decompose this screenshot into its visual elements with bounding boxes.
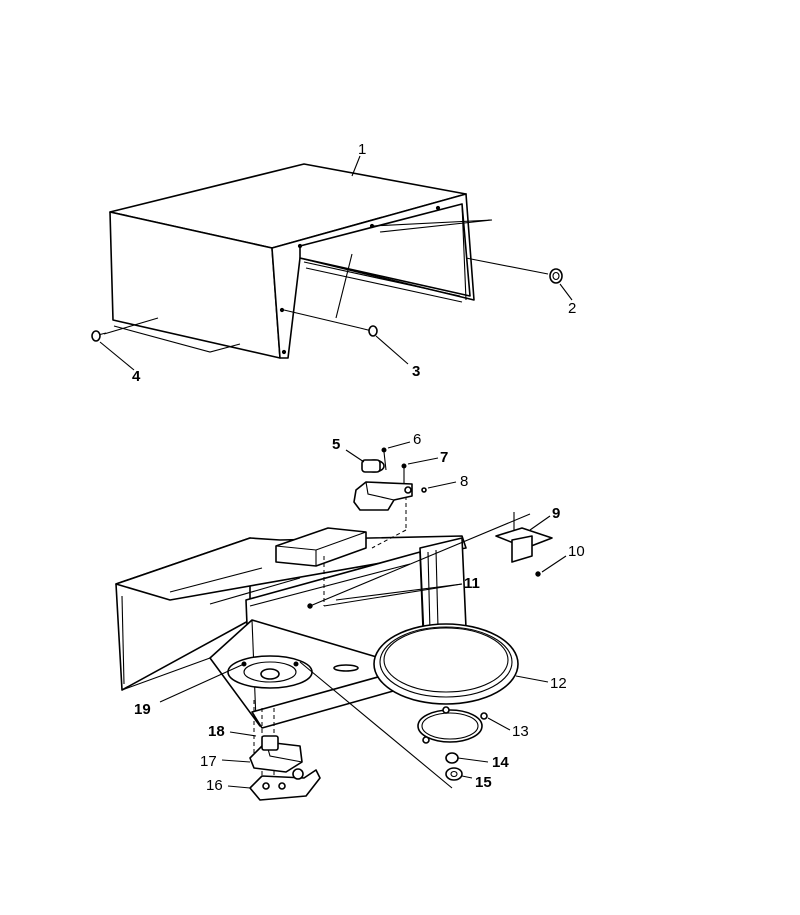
part-12-turntable-tray: [373, 623, 549, 705]
callout-11: 11: [464, 575, 480, 592]
callout-19: 19: [134, 701, 151, 718]
leader-19: [159, 663, 245, 703]
callout-13: 13: [512, 723, 529, 740]
top-cover-box: [275, 527, 367, 567]
leader-18: [229, 731, 257, 737]
callout-2: 2: [568, 300, 576, 317]
part-5-switch: [345, 449, 385, 473]
callout-5: 5: [332, 436, 340, 453]
outer-cabinet: [103, 163, 549, 359]
part-15-washer: [445, 767, 473, 781]
part-8-bracket: [353, 481, 457, 511]
leader-1: [351, 155, 361, 177]
part-7-screw: [401, 457, 439, 486]
part-6-screw: [381, 441, 411, 471]
part-13-roller-ring: [417, 706, 511, 744]
part-10-screw: [535, 555, 567, 577]
callout-9: 9: [552, 505, 560, 522]
callout-4: 4: [132, 368, 141, 385]
callout-1: 1: [358, 141, 366, 158]
callout-10: 10: [568, 543, 585, 560]
callout-14: 14: [492, 754, 509, 771]
screw-4: [91, 330, 135, 371]
part-9-plate: [495, 512, 553, 563]
part-16-motor-base: [227, 768, 321, 801]
callout-7: 7: [440, 449, 448, 466]
callout-15: 15: [475, 774, 492, 791]
turntable-coupler-area: [227, 655, 359, 689]
callout-16: 16: [206, 777, 223, 794]
part-17-motor: [221, 735, 303, 773]
guide-coupler-to-washer: [299, 661, 453, 789]
screw-3: [359, 325, 409, 365]
part-11-screw: [307, 513, 531, 609]
callout-8: 8: [460, 473, 468, 490]
dashed-guides: [253, 496, 407, 790]
part-14-nut: [445, 752, 489, 764]
callout-12: 12: [550, 675, 567, 692]
screw-2: [549, 268, 573, 301]
callout-18: 18: [208, 723, 225, 740]
callout-3: 3: [412, 363, 420, 380]
callout-6: 6: [413, 431, 421, 448]
callout-17: 17: [200, 753, 217, 770]
